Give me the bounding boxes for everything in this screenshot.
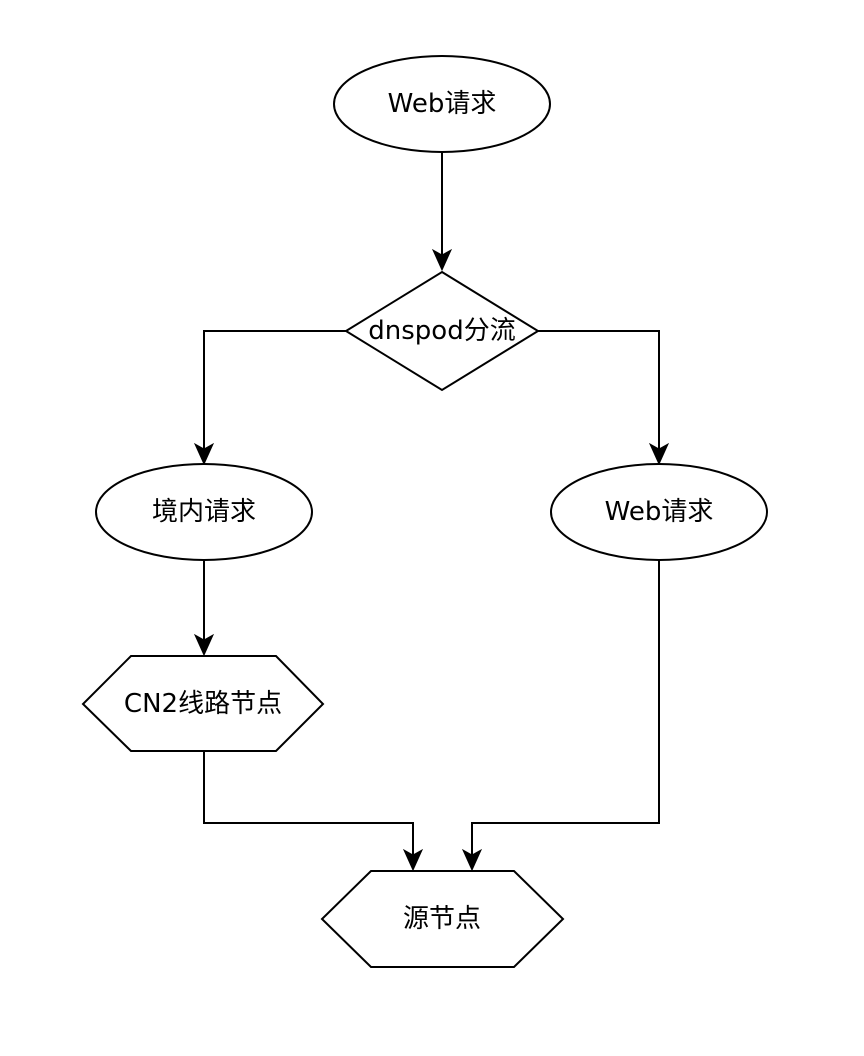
node-origin: 源节点 <box>320 870 565 968</box>
arrowhead-dnspod <box>431 248 453 272</box>
node-web-request-top: Web请求 <box>333 55 551 153</box>
node-label: CN2线路节点 <box>124 689 282 719</box>
hexagon-shape <box>81 655 325 752</box>
arrowhead-origin-left <box>402 848 424 872</box>
node-cn2: CN2线路节点 <box>81 655 325 752</box>
edge-dnspod-to-web-right <box>538 330 660 452</box>
node-label: 源节点 <box>403 904 481 934</box>
arrowhead-cn2 <box>193 633 215 657</box>
edge-dnspod-to-domestic <box>203 330 346 452</box>
node-label: Web请求 <box>605 497 714 527</box>
ellipse-shape <box>333 55 551 153</box>
edge-web-right-to-origin <box>471 560 660 858</box>
node-label: dnspod分流 <box>368 316 515 346</box>
node-label: 境内请求 <box>152 497 256 527</box>
arrowhead-origin-right <box>461 848 483 872</box>
node-label: Web请求 <box>388 89 497 119</box>
arrowhead-domestic <box>193 442 215 466</box>
diamond-shape <box>344 270 540 392</box>
node-domestic-request: 境内请求 <box>95 463 313 561</box>
arrowhead-web-right <box>648 442 670 466</box>
node-web-request-right: Web请求 <box>550 463 768 561</box>
node-dnspod-split: dnspod分流 <box>344 270 540 392</box>
hexagon-shape <box>320 870 565 968</box>
ellipse-shape <box>95 463 313 561</box>
ellipse-shape <box>550 463 768 561</box>
edge-cn2-to-origin <box>203 751 414 858</box>
